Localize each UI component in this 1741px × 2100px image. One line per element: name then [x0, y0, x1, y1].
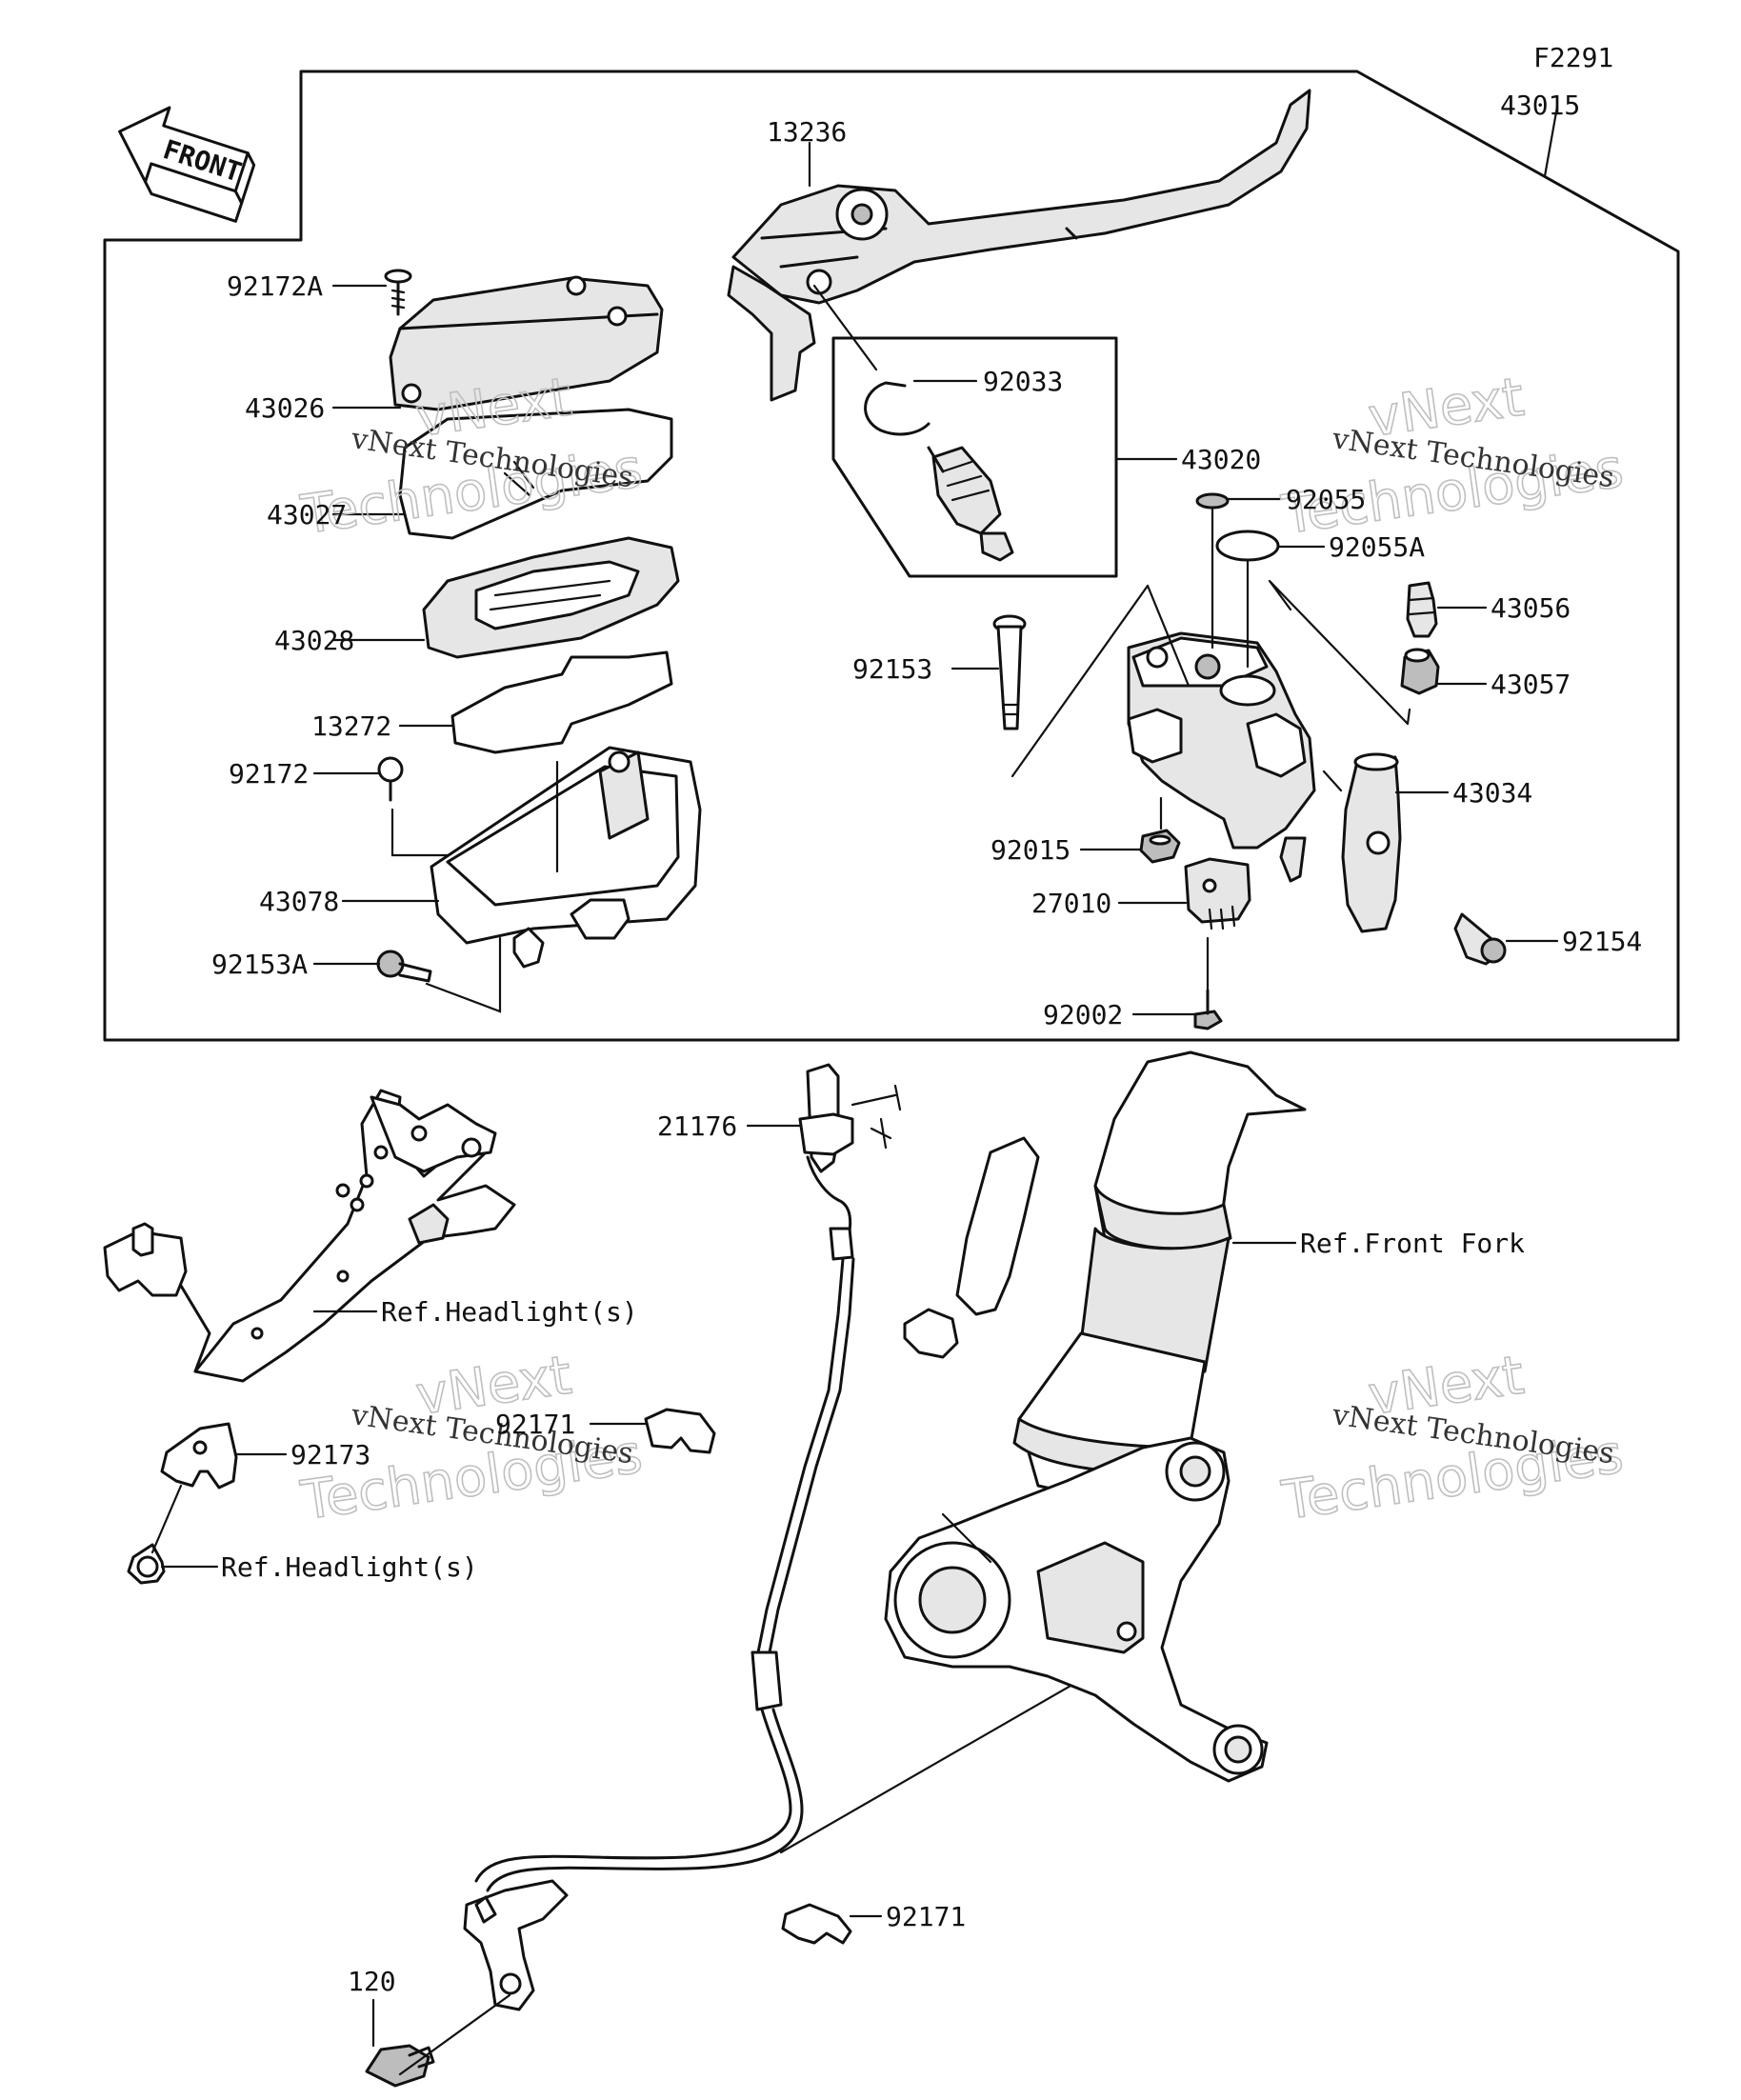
pin-92153 [992, 614, 1027, 730]
assembly-frame [103, 70, 1680, 1042]
label-92015: 92015 [991, 834, 1071, 866]
label-43028: 43028 [274, 625, 354, 656]
label-92172A: 92172A [227, 270, 323, 302]
reservoir-cap [389, 275, 664, 411]
washer-92055A [1215, 530, 1280, 562]
bleeder-43056 [1406, 581, 1438, 638]
bolt-92154 [1453, 912, 1507, 966]
headlight-bracket [103, 1089, 516, 1383]
clip-92171-lower [781, 1903, 852, 1945]
clamp-43034 [1341, 752, 1402, 933]
clip-92173 [160, 1422, 238, 1490]
bolt-120 [365, 2044, 435, 2088]
piston-kit-frame [831, 336, 1118, 578]
washer-92055 [1195, 492, 1230, 510]
label-43027: 43027 [267, 499, 347, 530]
label-43026: 43026 [245, 392, 325, 424]
master-cylinder-body [1127, 631, 1316, 883]
label-13272: 13272 [311, 710, 391, 742]
circlip [864, 381, 931, 436]
watermark-right-top: vNext Technologies vNext Technologies [1277, 366, 1628, 548]
label-ref-front-fork: Ref.Front Fork [1300, 1228, 1525, 1259]
piston [927, 446, 1014, 562]
diaphragm [422, 536, 680, 659]
label-43056: 43056 [1491, 592, 1571, 624]
label-ref-headlight-1: Ref.Headlight(s) [381, 1296, 638, 1328]
label-43057: 43057 [1491, 669, 1571, 700]
label-43034: 43034 [1452, 777, 1532, 809]
switch-27010 [1184, 857, 1251, 930]
nut-92015 [1139, 829, 1181, 864]
label-13236: 13236 [767, 116, 847, 148]
front-fork [1012, 1050, 1307, 1507]
label-92171-lower: 92171 [886, 1901, 966, 1932]
label-43078: 43078 [259, 886, 339, 917]
watermark-left-top: vNext Technologies vNext Technologies [296, 366, 647, 548]
bolt-headlight [127, 1543, 166, 1585]
part-labels: 43015 13236 92172A 43026 43027 43028 132… [211, 90, 1642, 1997]
label-92173: 92173 [290, 1439, 370, 1470]
reservoir-body [430, 746, 702, 969]
abs-sensor-harness [463, 1063, 902, 2011]
label-43020: 43020 [1181, 444, 1261, 475]
label-92055A: 92055A [1329, 531, 1425, 563]
cap-plate [398, 408, 673, 540]
label-92153A: 92153A [211, 949, 308, 980]
label-27010: 27010 [1031, 888, 1111, 919]
label-92172: 92172 [229, 758, 309, 790]
label-92002: 92002 [1043, 999, 1123, 1030]
screw-92172 [377, 756, 404, 802]
label-43015: 43015 [1500, 90, 1580, 121]
label-92055: 92055 [1286, 484, 1366, 515]
leader-lines [160, 105, 1559, 2048]
label-92171-upper: 92171 [495, 1409, 575, 1440]
label-ref-headlight-2: Ref.Headlight(s) [221, 1551, 478, 1583]
front-arrow-icon: FRONT [118, 106, 256, 223]
connector-lines [1011, 579, 1411, 778]
label-92153: 92153 [852, 653, 932, 685]
watermark-right-bottom: vNext Technologies vNext Technologies [1277, 1344, 1628, 1533]
screw-92153A [376, 950, 432, 983]
screw-92002 [1193, 989, 1223, 1030]
clip-92171-upper [644, 1408, 716, 1454]
label-92154: 92154 [1562, 926, 1642, 957]
screw-92172A [384, 269, 412, 316]
diagram-code: F2291 [1533, 42, 1613, 73]
float-plate [450, 650, 673, 754]
brake-lever [727, 89, 1311, 402]
label-92033: 92033 [983, 366, 1063, 397]
label-120: 120 [348, 1966, 396, 1997]
bleeder-cap-43057 [1400, 648, 1440, 695]
label-21176: 21176 [657, 1110, 737, 1142]
steering-stem [884, 1136, 1269, 1783]
